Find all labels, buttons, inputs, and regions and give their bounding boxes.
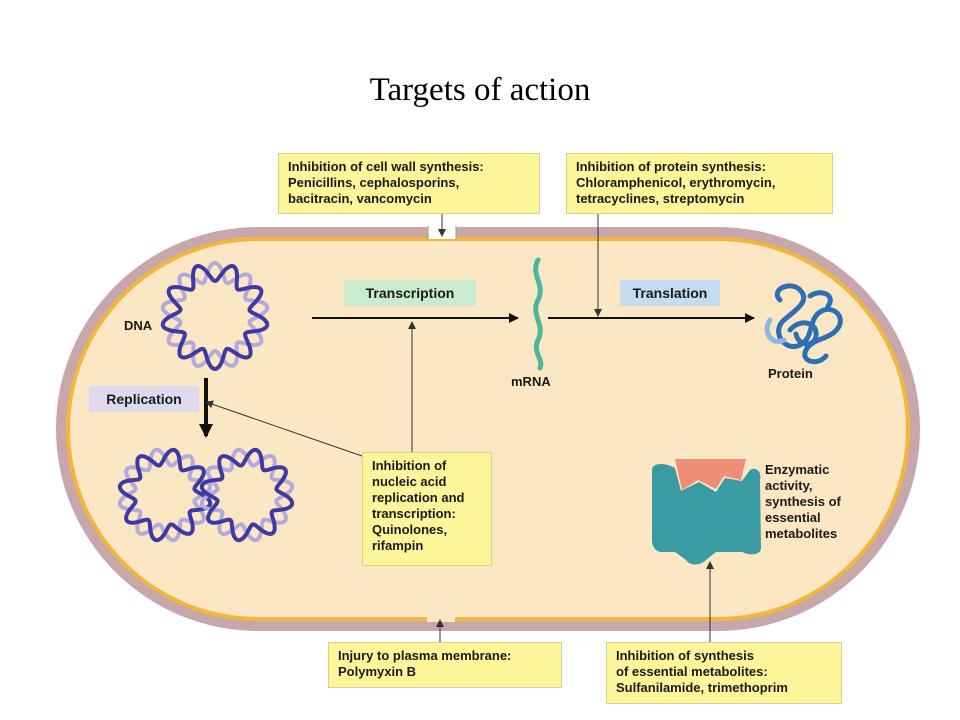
replicated-dna-right [199,447,295,543]
enzyme [652,464,761,565]
mrna-label: mRNA [511,374,551,389]
protein-label: Protein [768,366,813,381]
enzymatic-activity-label: Enzymatic activity, synthesis of essenti… [765,462,841,541]
cell-wall-inhibition-box: Inhibition of cell wall synthesis: Penic… [278,153,540,214]
dna-plasmid [160,260,270,372]
substrate [675,459,746,490]
plasma-membrane-injury-box: Injury to plasma membrane: Polymyxin B [328,642,562,688]
replication-inhibition-pointer [205,400,363,457]
metabolite-synthesis-inhibition-box: Inhibition of synthesis of essential met… [606,642,842,704]
page-title: Targets of action [369,72,591,108]
replication-label: Replication [89,386,199,412]
folded-protein [764,283,843,365]
replicated-dna-left [117,447,213,543]
dna-label: DNA [124,318,153,333]
transcription-label: Transcription [344,280,476,306]
mrna-strand [533,257,544,371]
nucleic-acid-inhibition-box: Inhibition of nucleic acid replication a… [362,452,492,566]
protein-synthesis-inhibition-box: Inhibition of protein synthesis: Chloram… [566,153,833,214]
membrane-gap [427,612,455,622]
translation-label: Translation [620,280,720,306]
